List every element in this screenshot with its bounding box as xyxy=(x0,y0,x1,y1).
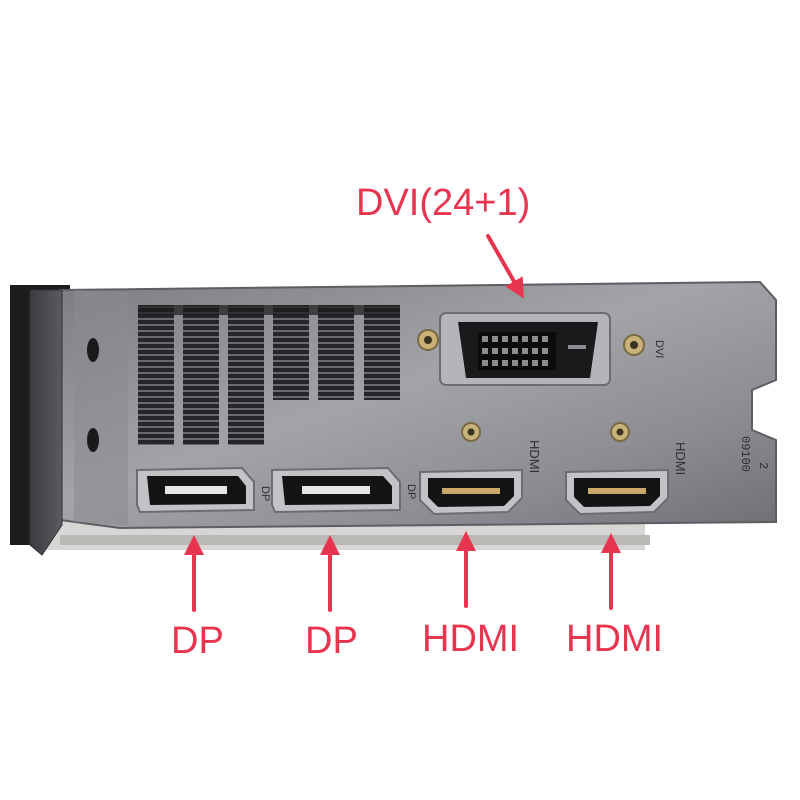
vent-slot xyxy=(183,305,219,445)
hdmi-port-2 xyxy=(565,468,669,516)
code-mark-2: 2 xyxy=(756,462,770,469)
dvi-port xyxy=(439,312,611,386)
dp-mark-2: DP xyxy=(405,484,417,499)
vent-slot xyxy=(228,305,264,445)
bracket-slot xyxy=(87,338,99,362)
hdmi-mark-2: HDMI xyxy=(673,442,688,475)
screw-icon xyxy=(461,422,481,442)
hdmi-label-1: HDMI xyxy=(422,618,520,660)
displayport-1 xyxy=(136,466,255,514)
vent-slot xyxy=(364,305,400,400)
displayport-2 xyxy=(271,466,401,514)
vent-slot xyxy=(318,305,354,400)
hdmi-label-2: HDMI xyxy=(566,618,664,660)
screw-icon xyxy=(610,422,630,442)
dp-label-1: DP xyxy=(171,620,224,662)
hdmi-port-1 xyxy=(419,468,523,516)
vent-area xyxy=(138,305,400,445)
dvi-mark: DVI xyxy=(653,340,665,358)
dp-mark-1: DP xyxy=(259,486,271,501)
screw-icon xyxy=(417,329,439,351)
vent-slot xyxy=(138,305,174,445)
dp-label-2: DP xyxy=(305,620,358,662)
vent-slot xyxy=(273,305,309,400)
dvi-label: DVI(24+1) xyxy=(356,182,531,224)
bracket-slot xyxy=(87,428,99,452)
screw-icon xyxy=(623,334,645,356)
arrow-icon xyxy=(486,234,524,299)
hdmi-mark-1: HDMI xyxy=(527,440,542,473)
code-mark: 09100 xyxy=(738,436,752,472)
